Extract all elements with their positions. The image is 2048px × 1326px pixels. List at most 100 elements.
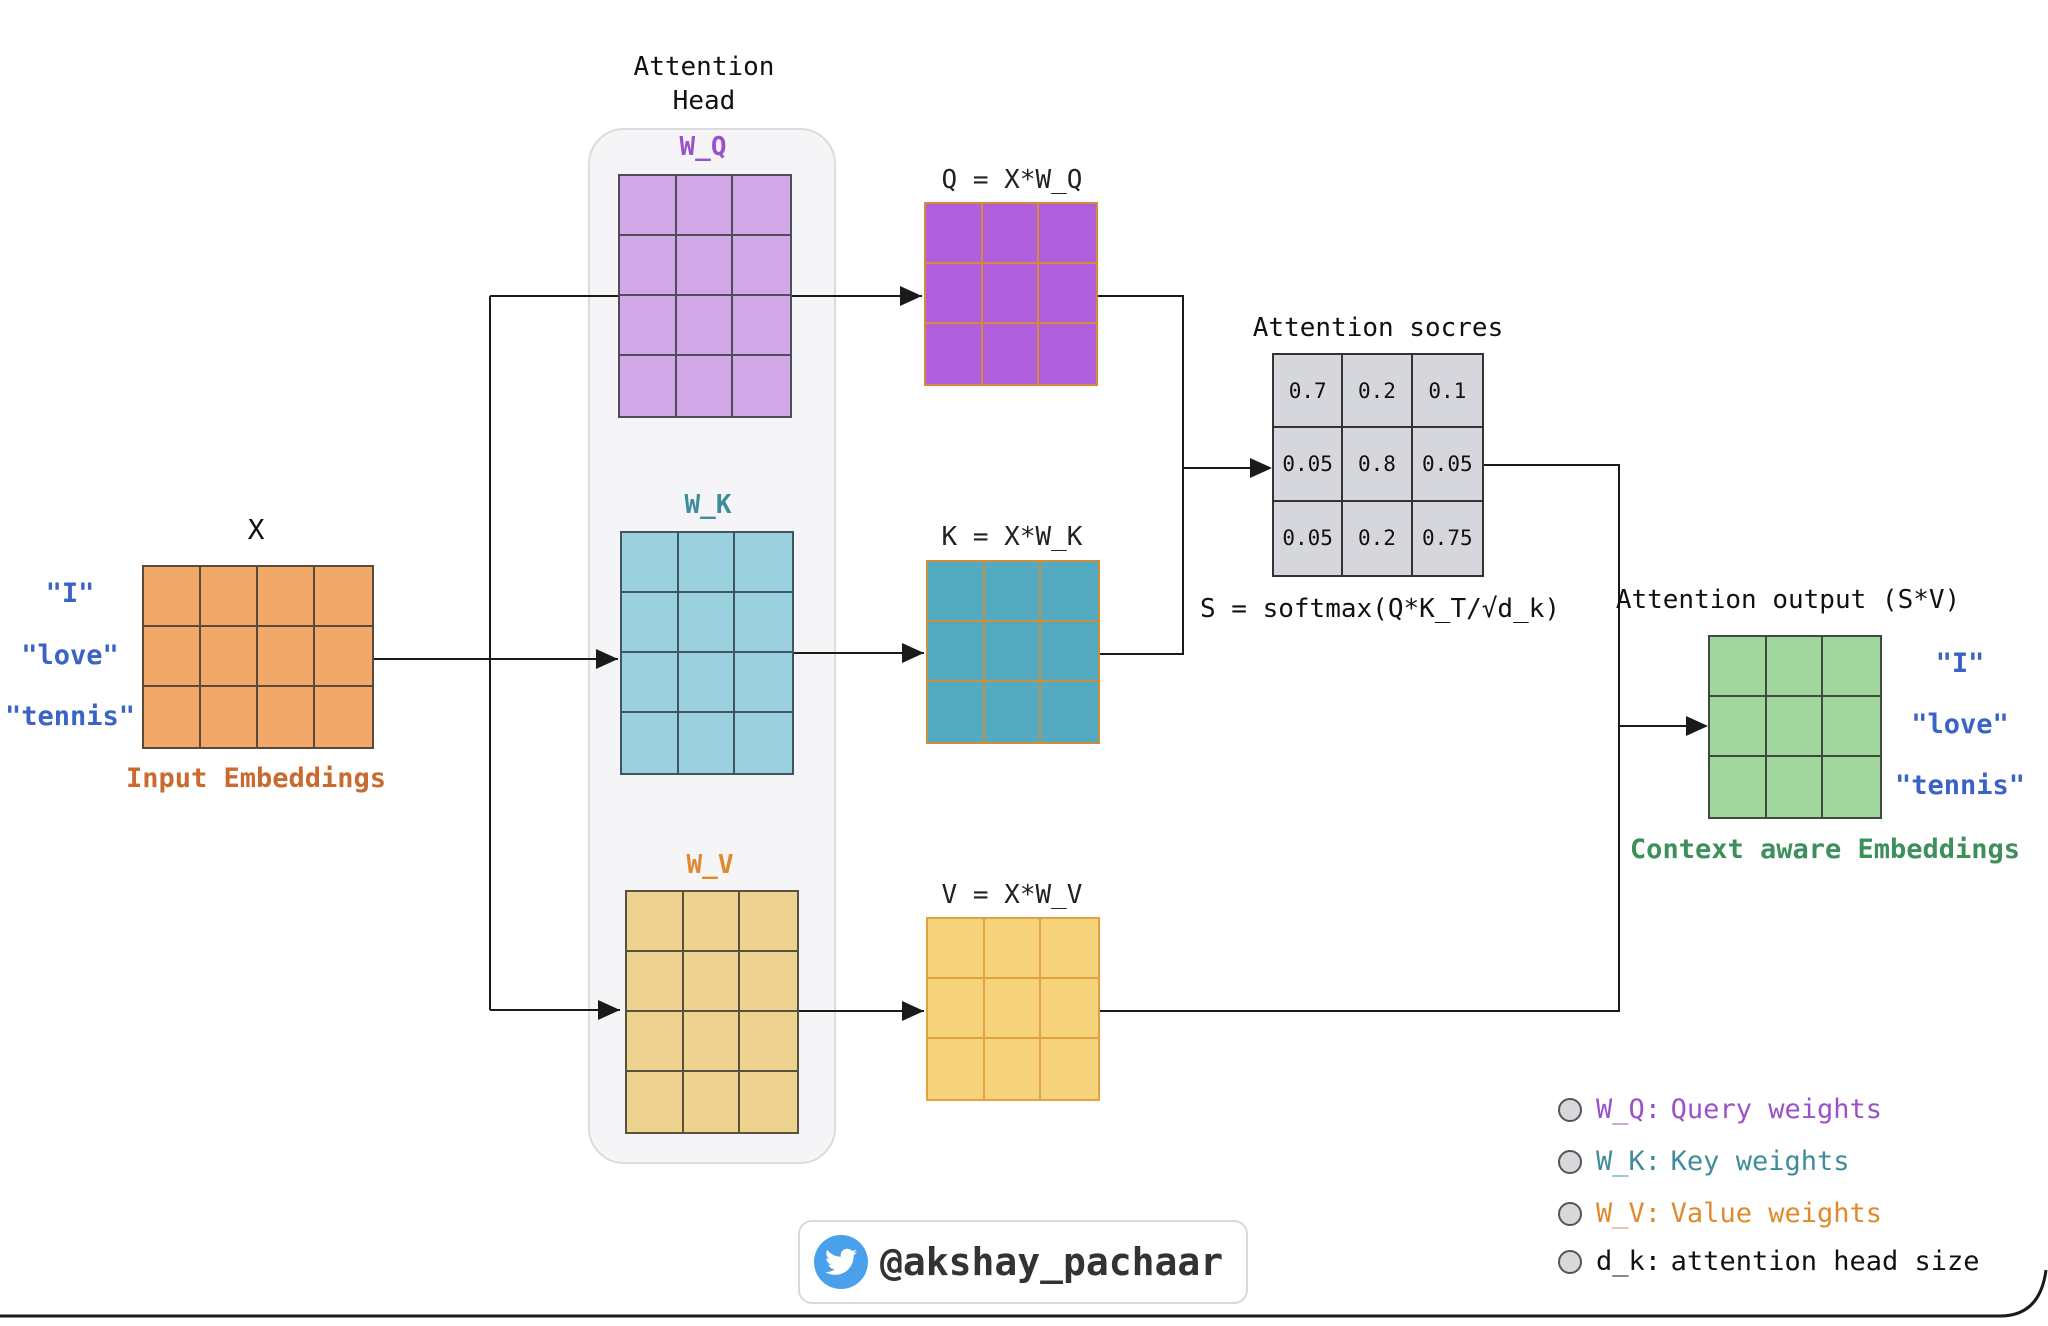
matrix-cell: 0.1 xyxy=(1412,355,1482,429)
legend-item-wk: W_K: Key weights xyxy=(1558,1146,1849,1177)
attention-scores-title: Attention socres xyxy=(1252,313,1504,343)
wq-matrix xyxy=(618,174,792,418)
matrix-cell: 0.05 xyxy=(1274,428,1344,502)
matrix-cell: 0.7 xyxy=(1274,355,1344,429)
legend-key-wk: W_K: xyxy=(1596,1146,1662,1177)
matrix-cell xyxy=(315,627,372,687)
wq-label: W_Q xyxy=(679,132,727,162)
circle-icon xyxy=(1558,1149,1582,1174)
matrix-cell xyxy=(735,713,792,773)
matrix-cell xyxy=(1039,264,1096,324)
matrix-cell xyxy=(1041,979,1098,1039)
matrix-cell xyxy=(258,627,315,687)
matrix-cell xyxy=(928,919,985,979)
output-token-3: "tennis" xyxy=(1894,770,2026,801)
wv-label: W_V xyxy=(686,850,734,880)
frame-bottom-edge xyxy=(0,1270,2048,1318)
legend-key-dk: d_k: xyxy=(1596,1246,1662,1277)
matrix-cell xyxy=(315,687,372,747)
matrix-cell xyxy=(1039,324,1096,384)
q-matrix xyxy=(924,202,1098,386)
matrix-cell xyxy=(733,296,790,356)
matrix-cell xyxy=(627,1012,684,1072)
matrix-cell xyxy=(627,892,684,952)
matrix-cell xyxy=(926,264,983,324)
matrix-cell xyxy=(733,236,790,296)
output-token-2: "love" xyxy=(1911,709,2009,740)
matrix-cell xyxy=(1041,919,1098,979)
legend-key-wv: W_V: xyxy=(1596,1198,1662,1229)
output-token-1: "I" xyxy=(1935,648,1985,679)
legend-key-wq: W_Q: xyxy=(1596,1094,1662,1125)
matrix-cell: 0.2 xyxy=(1343,355,1413,429)
x-matrix-label: X xyxy=(247,513,265,546)
matrix-cell xyxy=(1710,637,1767,697)
matrix-cell xyxy=(201,687,258,747)
legend-desc-dk: attention head size xyxy=(1670,1246,1980,1277)
q-label: Q = X*W_Q xyxy=(941,165,1083,195)
input-embeddings-caption: Input Embeddings xyxy=(125,763,387,794)
matrix-cell xyxy=(985,1039,1042,1099)
matrix-cell xyxy=(684,1072,741,1132)
matrix-cell xyxy=(928,682,985,742)
matrix-cell xyxy=(740,1012,797,1072)
legend-desc-wq: Query weights xyxy=(1670,1094,1882,1125)
matrix-cell xyxy=(683,892,741,952)
matrix-cell xyxy=(683,1012,741,1072)
matrix-cell: 0.75 xyxy=(1422,526,1473,551)
legend-desc-wv: Value weights xyxy=(1670,1198,1882,1229)
matrix-cell xyxy=(258,567,315,627)
matrix-cell xyxy=(982,264,1040,324)
matrix-cell xyxy=(676,236,734,296)
matrix-cell xyxy=(735,593,792,653)
v-label: V = X*W_V xyxy=(941,880,1083,910)
matrix-cell xyxy=(984,979,1042,1039)
matrix-cell xyxy=(926,204,983,264)
matrix-cell xyxy=(678,653,736,713)
matrix-cell xyxy=(1041,682,1098,742)
matrix-cell xyxy=(1823,637,1880,697)
matrix-cell xyxy=(984,622,1042,682)
circle-icon xyxy=(1558,1201,1582,1226)
wk-matrix xyxy=(620,531,794,775)
matrix-cell xyxy=(622,713,679,773)
matrix-cell xyxy=(258,687,315,747)
matrix-cell xyxy=(201,627,258,687)
matrix-cell xyxy=(1823,697,1880,757)
matrix-cell xyxy=(678,593,736,653)
matrix-cell xyxy=(676,296,734,356)
matrix-cell xyxy=(1710,697,1767,757)
matrix-cell xyxy=(1041,562,1098,622)
input-token-2: "love" xyxy=(21,640,119,671)
matrix-cell xyxy=(620,296,677,356)
matrix-cell xyxy=(1041,1039,1098,1099)
matrix-cell xyxy=(928,979,985,1039)
matrix-cell xyxy=(678,533,736,593)
matrix-cell xyxy=(622,593,679,653)
matrix-cell xyxy=(733,356,790,416)
legend-item-dk: d_k: attention head size xyxy=(1558,1246,1980,1277)
twitter-bird-icon xyxy=(814,1235,868,1289)
matrix-cell xyxy=(1766,697,1824,757)
k-matrix xyxy=(926,560,1100,744)
matrix-cell xyxy=(676,176,734,236)
twitter-handle[interactable]: @akshay_pachaar xyxy=(880,1240,1224,1284)
matrix-cell xyxy=(984,562,1042,622)
matrix-cell xyxy=(740,1072,797,1132)
wv-matrix xyxy=(625,890,799,1134)
matrix-cell xyxy=(677,356,734,416)
wk-label: W_K xyxy=(684,490,732,520)
matrix-cell xyxy=(201,567,258,627)
matrix-cell xyxy=(627,952,684,1012)
matrix-cell xyxy=(735,533,792,593)
twitter-credit-badge[interactable]: @akshay_pachaar xyxy=(798,1220,1248,1304)
matrix-cell xyxy=(622,653,679,713)
matrix-cell xyxy=(1767,757,1824,817)
matrix-cell xyxy=(620,176,677,236)
input-token-1: "I" xyxy=(45,578,95,609)
matrix-cell xyxy=(982,204,1040,264)
output-matrix xyxy=(1708,635,1882,819)
